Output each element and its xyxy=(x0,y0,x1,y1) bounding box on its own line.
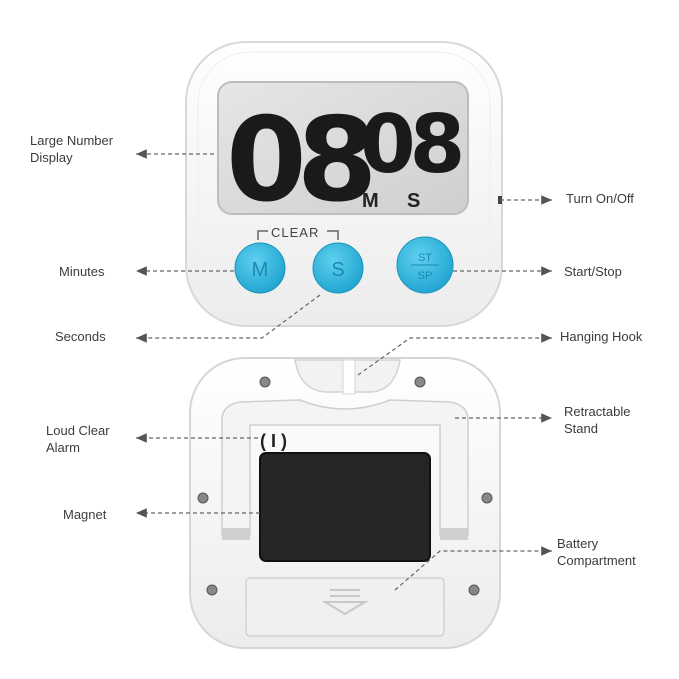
leader-lines xyxy=(136,149,552,591)
screw-icon xyxy=(468,584,480,596)
start-stop-button[interactable]: ST SP xyxy=(396,236,454,294)
label-loud-clear-alarm: Loud Clear Alarm xyxy=(46,423,110,455)
label-turn-on-off: Turn On/Off xyxy=(566,191,634,206)
label-large-number-display: Large Number Display xyxy=(30,133,114,165)
label-seconds: Seconds xyxy=(55,329,106,344)
label-hanging-hook: Hanging Hook xyxy=(560,329,643,344)
lcd-screen: 08 08 M S xyxy=(217,81,469,228)
screw-icon xyxy=(206,584,218,596)
screw-icon xyxy=(414,376,426,388)
speaker-icon: ( I ) xyxy=(260,431,287,451)
unit-m-label: M xyxy=(362,190,379,212)
clear-bracket: CLEAR xyxy=(257,225,339,240)
clear-label: CLEAR xyxy=(271,225,319,240)
back-timer: ( I ) xyxy=(189,357,501,649)
seconds-button[interactable]: S xyxy=(312,242,364,294)
screw-icon xyxy=(259,376,271,388)
screw-icon xyxy=(481,492,493,504)
minutes-button-label: M xyxy=(252,259,269,281)
front-timer: 08 08 M S CLEAR M S ST SP xyxy=(185,41,503,327)
retractable-stand[interactable] xyxy=(221,399,469,536)
seconds-button-label: S xyxy=(331,259,344,281)
start-stop-top-label: ST xyxy=(418,252,432,264)
label-magnet: Magnet xyxy=(63,507,107,522)
magnet xyxy=(259,452,431,562)
label-retractable-stand: Retractable Stand xyxy=(564,404,631,436)
seconds-digits: 08 xyxy=(360,98,461,191)
screw-icon xyxy=(197,492,209,504)
label-start-stop: Start/Stop xyxy=(564,264,622,279)
down-arrow-icon xyxy=(321,589,369,616)
minutes-digits: 08 xyxy=(226,93,371,228)
start-stop-bottom-label: SP xyxy=(418,270,433,282)
battery-compartment[interactable] xyxy=(245,577,445,637)
minutes-button[interactable]: M xyxy=(234,242,286,294)
unit-s-label: S xyxy=(407,190,420,212)
label-battery-compartment: Battery Compartment xyxy=(557,536,636,568)
label-minutes: Minutes xyxy=(59,264,105,279)
